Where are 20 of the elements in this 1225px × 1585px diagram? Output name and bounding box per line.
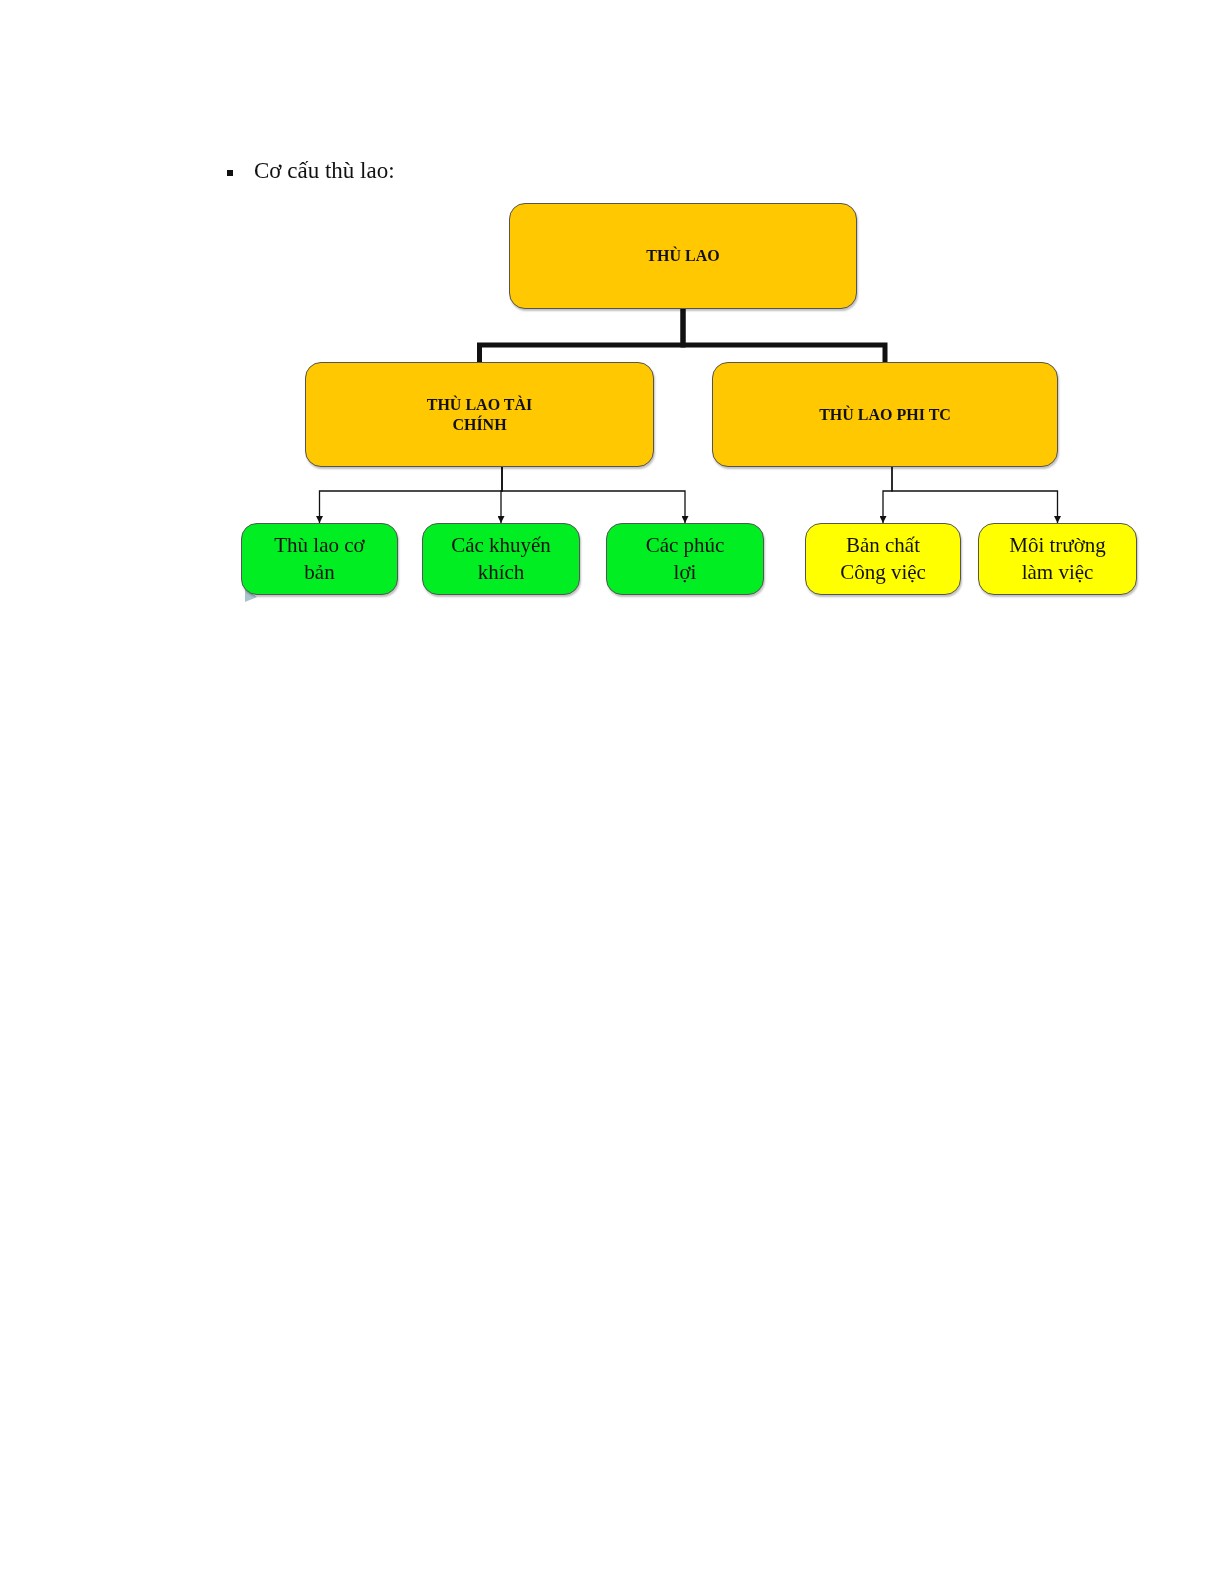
- rounded-box: [422, 523, 580, 595]
- rounded-box: [805, 523, 961, 595]
- node-label: Môi trường làm việc: [1008, 531, 1107, 586]
- rounded-box: [712, 362, 1058, 467]
- rounded-box: [305, 362, 654, 467]
- rounded-box: [606, 523, 764, 595]
- connector-line: [680, 309, 888, 362]
- node-label: Bản chất Công việc: [839, 531, 927, 586]
- node-label: THÙ LAO TÀI CHÍNH: [425, 394, 534, 435]
- node-label: Các phúc lợi: [644, 531, 726, 586]
- rounded-box: [241, 523, 398, 595]
- node-label: Thù lao cơ bản: [273, 531, 366, 586]
- node-label: Các khuyến khích: [450, 531, 552, 586]
- heading: Cơ cấu thù lao:: [254, 158, 395, 184]
- node-label: THÙ LAO: [646, 246, 720, 266]
- rounded-box: [978, 523, 1137, 595]
- arrow: [891, 466, 1061, 524]
- rounded-box: [509, 203, 857, 309]
- arrow: [501, 466, 689, 524]
- node-label: THÙ LAO PHI TC: [819, 404, 951, 425]
